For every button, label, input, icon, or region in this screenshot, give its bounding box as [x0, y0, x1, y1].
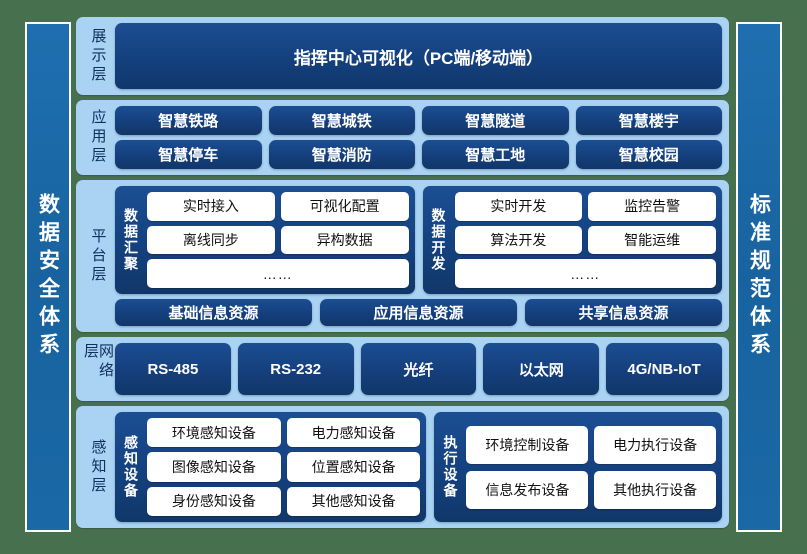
platform-item-heterogeneous-data[interactable]: 异构数据: [280, 225, 409, 255]
layer-perception-label: 感知层: [89, 438, 107, 496]
sensor-location[interactable]: 位置感知设备: [286, 452, 421, 482]
platform-aggregation-row-2: 离线同步 异构数据: [147, 225, 409, 255]
platform-item-development-more[interactable]: ……: [454, 259, 716, 289]
platform-groups: 数据汇聚 实时接入 可视化配置 离线同步 异构数据: [115, 186, 722, 294]
layer-perception-body: 感知设备 环境感知设备 电力感知设备 图像感知设备 位置感知设备: [115, 412, 722, 522]
actuator-power[interactable]: 电力执行设备: [594, 425, 716, 464]
display-banner[interactable]: 指挥中心可视化（PC端/移动端）: [115, 23, 722, 89]
layer-application-body: 智慧铁路 智慧城铁 智慧隧道 智慧楼宇 智慧停车 智慧消防 智慧工地 智慧校园: [115, 106, 722, 169]
platform-item-aggregation-more[interactable]: ……: [147, 259, 409, 289]
actuator-other[interactable]: 其他执行设备: [594, 470, 716, 509]
perception-sensing-title: 感知设备: [123, 435, 139, 499]
perception-group-actuator-devices: 执行设备 环境控制设备 电力执行设备 信息发布设备 其他执行设备: [434, 412, 722, 522]
platform-development-grid: 实时开发 监控告警 算法开发 智能运维 ……: [454, 192, 716, 289]
layer-network-label: 网络层: [82, 343, 114, 381]
platform-group-development-title: 数据开发: [430, 208, 447, 272]
layer-display-body: 指挥中心可视化（PC端/移动端）: [115, 23, 722, 89]
app-item-smart-metro[interactable]: 智慧城铁: [268, 106, 415, 135]
network-item-4g-nbiot[interactable]: 4G/NB-IoT: [606, 343, 722, 395]
platform-aggregation-row-1: 实时接入 可视化配置: [147, 192, 409, 221]
platform-item-realtime-ingest[interactable]: 实时接入: [147, 192, 275, 221]
sensor-identity[interactable]: 身份感知设备: [147, 486, 281, 516]
app-item-smart-parking[interactable]: 智慧停车: [115, 140, 262, 169]
app-item-smart-campus[interactable]: 智慧校园: [575, 140, 722, 169]
platform-item-realtime-dev[interactable]: 实时开发: [454, 192, 583, 221]
sensor-other[interactable]: 其他感知设备: [286, 486, 421, 516]
perception-sensing-grid: 环境感知设备 电力感知设备 图像感知设备 位置感知设备 身份感知设备 其他感知设…: [147, 418, 421, 516]
platform-item-algorithm-dev[interactable]: 算法开发: [454, 225, 583, 255]
platform-item-offline-sync[interactable]: 离线同步: [147, 225, 275, 255]
layer-platform-body: 数据汇聚 实时接入 可视化配置 离线同步 异构数据: [115, 186, 722, 326]
layer-application-label: 应用层: [89, 109, 107, 166]
perception-group-sensing-devices: 感知设备 环境感知设备 电力感知设备 图像感知设备 位置感知设备: [115, 412, 427, 522]
app-item-smart-railway[interactable]: 智慧铁路: [115, 106, 262, 135]
layer-platform: 平台层 数据汇聚 实时接入 可视化配置: [76, 180, 729, 332]
layer-application: 应用层 智慧铁路 智慧城铁 智慧隧道 智慧楼宇 智慧停车 智慧消防 智慧工地 智…: [76, 100, 729, 175]
platform-development-row-3: ……: [454, 259, 716, 289]
layer-display-label: 展示层: [89, 27, 107, 85]
platform-group-aggregation-title: 数据汇聚: [123, 208, 139, 272]
app-item-smart-construction[interactable]: 智慧工地: [422, 140, 569, 169]
actuator-environment-control[interactable]: 环境控制设备: [466, 425, 589, 464]
sensor-environment[interactable]: 环境感知设备: [147, 418, 281, 448]
actuator-info-release[interactable]: 信息发布设备: [466, 470, 589, 509]
platform-item-monitoring-alarm[interactable]: 监控告警: [588, 192, 716, 221]
perception-sensing-row-3: 身份感知设备 其他感知设备: [147, 486, 421, 516]
resource-app-info[interactable]: 应用信息资源: [320, 299, 517, 326]
network-item-ethernet[interactable]: 以太网: [483, 343, 600, 395]
layer-display: 展示层 指挥中心可视化（PC端/移动端）: [76, 17, 729, 95]
layer-network: 网络层 RS-485 RS-232 光纤 以太网 4G/NB-IoT: [76, 337, 729, 401]
network-item-rs485[interactable]: RS-485: [115, 343, 231, 395]
perception-actuator-row-1: 环境控制设备 电力执行设备: [466, 425, 716, 464]
perception-sensing-row-1: 环境感知设备 电力感知设备: [147, 418, 421, 448]
platform-group-data-aggregation: 数据汇聚 实时接入 可视化配置 离线同步 异构数据: [115, 186, 415, 294]
perception-actuator-title: 执行设备: [442, 435, 459, 499]
perception-sensing-row-2: 图像感知设备 位置感知设备: [147, 452, 421, 482]
platform-aggregation-row-3: ……: [147, 259, 409, 289]
perception-actuator-grid: 环境控制设备 电力执行设备 信息发布设备 其他执行设备: [466, 418, 716, 516]
sensor-power[interactable]: 电力感知设备: [286, 418, 421, 448]
platform-development-row-1: 实时开发 监控告警: [454, 192, 716, 221]
perception-actuator-row-2: 信息发布设备 其他执行设备: [466, 470, 716, 509]
app-item-smart-tunnel[interactable]: 智慧隧道: [422, 106, 569, 135]
platform-group-data-development: 数据开发 实时开发 监控告警 算法开发 智能运维: [422, 186, 722, 294]
pillar-left-label: 数据安全体系: [36, 193, 60, 361]
pillar-standards: 标准规范体系: [736, 22, 782, 532]
platform-aggregation-grid: 实时接入 可视化配置 离线同步 异构数据 ……: [147, 192, 409, 289]
network-items: RS-485 RS-232 光纤 以太网 4G/NB-IoT: [115, 343, 722, 395]
app-item-smart-building[interactable]: 智慧楼宇: [575, 106, 722, 135]
network-item-rs232[interactable]: RS-232: [237, 343, 354, 395]
network-item-fiber[interactable]: 光纤: [360, 343, 477, 395]
application-row-1: 智慧铁路 智慧城铁 智慧隧道 智慧楼宇: [115, 106, 722, 135]
layer-network-body: RS-485 RS-232 光纤 以太网 4G/NB-IoT: [115, 343, 722, 395]
perception-groups: 感知设备 环境感知设备 电力感知设备 图像感知设备 位置感知设备: [115, 412, 722, 522]
layer-stack: 展示层 指挥中心可视化（PC端/移动端） 应用层 智慧铁路 智慧城铁 智慧隧道 …: [76, 17, 729, 537]
application-row-2: 智慧停车 智慧消防 智慧工地 智慧校园: [115, 140, 722, 169]
platform-item-smart-ops[interactable]: 智能运维: [588, 225, 716, 255]
app-item-smart-firefighting[interactable]: 智慧消防: [268, 140, 415, 169]
pillar-data-security: 数据安全体系: [25, 22, 71, 532]
layer-perception: 感知层 感知设备 环境感知设备 电力感知设备: [76, 406, 729, 528]
pillar-right-label: 标准规范体系: [747, 193, 771, 361]
platform-development-row-2: 算法开发 智能运维: [454, 225, 716, 255]
sensor-image[interactable]: 图像感知设备: [147, 452, 281, 482]
resource-shared-info[interactable]: 共享信息资源: [525, 299, 722, 326]
layer-platform-label: 平台层: [89, 227, 107, 285]
platform-resources: 基础信息资源 应用信息资源 共享信息资源: [115, 299, 722, 326]
resource-basic-info[interactable]: 基础信息资源: [115, 299, 312, 326]
platform-item-visual-config[interactable]: 可视化配置: [280, 192, 409, 221]
